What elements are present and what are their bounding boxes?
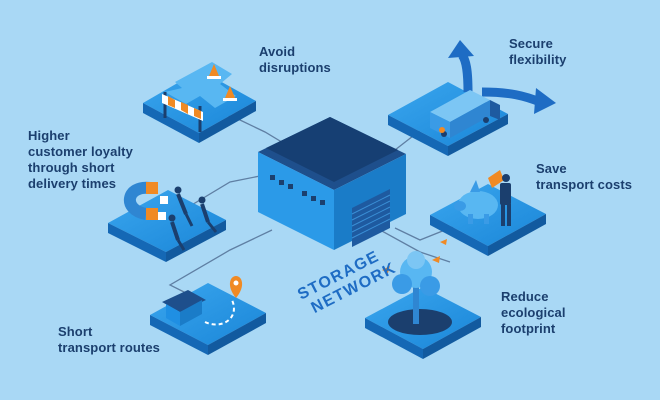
roadblock-icon	[162, 62, 237, 132]
tile-avoid-disruptions	[143, 62, 256, 143]
piggy-bank-icon	[454, 170, 511, 226]
tile-save-costs	[430, 170, 546, 256]
tree-icon	[382, 239, 452, 335]
label-save-costs: Save transport costs	[536, 161, 633, 192]
tile-secure-flexibility	[388, 40, 556, 156]
label-customer-loyalty: Higher customer loyalty through short de…	[28, 128, 133, 191]
magnet-customers-icon	[123, 181, 218, 251]
label-short-routes: Short transport routes	[58, 324, 161, 355]
label-avoid-disruptions: Avoid disruptions	[259, 44, 331, 75]
short-route-pin-icon	[162, 276, 243, 326]
tile-ecological-footprint	[365, 239, 481, 359]
label-ecological-footprint: Reduce ecological footprint	[501, 289, 566, 336]
label-secure-flexibility: Secure flexibility	[509, 36, 567, 67]
warehouse-icon	[258, 117, 406, 250]
tile-short-routes	[150, 276, 266, 355]
tile-customer-loyalty	[108, 181, 226, 262]
truck-arrows-icon	[430, 40, 556, 138]
